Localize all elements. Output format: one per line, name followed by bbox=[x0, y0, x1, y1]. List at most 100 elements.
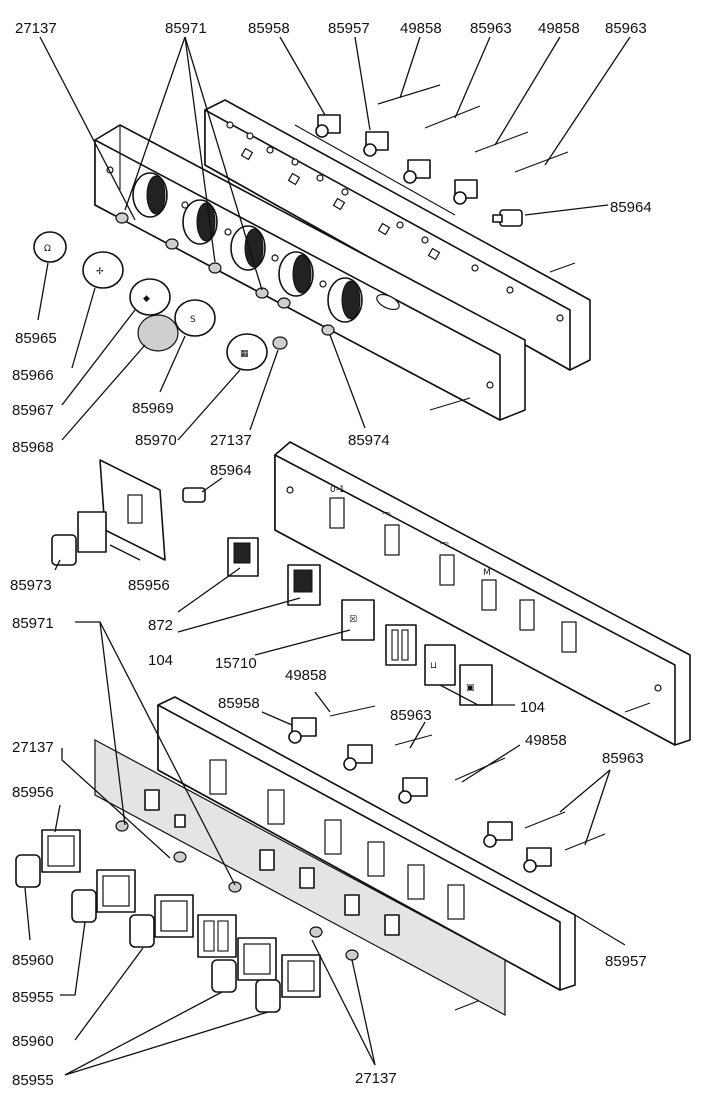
label-85969: 85969 bbox=[132, 400, 174, 417]
switch-mid-top bbox=[403, 159, 431, 184]
label-85964-mid: 85964 bbox=[210, 462, 252, 479]
top-screws bbox=[377, 84, 576, 411]
top-rear-bracket bbox=[204, 99, 591, 371]
lower-channel bbox=[157, 696, 576, 991]
knob-85964-mid bbox=[182, 487, 206, 503]
rocker-104-b2: ▣ bbox=[459, 664, 493, 706]
label-104-b: 104 bbox=[520, 699, 545, 716]
bezel-double bbox=[197, 914, 237, 958]
label-49858-c: 49858 bbox=[285, 667, 327, 684]
bezel-85955-b2 bbox=[255, 979, 281, 1013]
label-85963-d: 85963 bbox=[602, 750, 644, 767]
mid-rocker-switches: ☒ ⊔ ▣ bbox=[227, 537, 493, 706]
panel-mark-lamp: ⌒ bbox=[382, 512, 391, 523]
switch-right-low bbox=[398, 777, 428, 804]
label-104-a: 104 bbox=[148, 652, 173, 669]
part-labels: 27137 85971 85958 85957 49858 85963 4985… bbox=[10, 20, 652, 1089]
label-85963-b: 85963 bbox=[605, 20, 647, 37]
top-switches-row bbox=[294, 114, 478, 216]
lower-pcb bbox=[94, 738, 506, 1017]
bezel-85956 bbox=[41, 829, 81, 873]
rocker-double bbox=[385, 624, 417, 666]
label-85956-low: 85956 bbox=[12, 784, 54, 801]
panel-mark-lamp2: ⌒ bbox=[440, 542, 449, 553]
bezel-2 bbox=[96, 869, 136, 913]
stud-27137-mid bbox=[272, 336, 288, 350]
bezel-85955-a bbox=[71, 889, 97, 923]
switch-right-top bbox=[453, 179, 478, 205]
svg-text:Ω: Ω bbox=[44, 244, 51, 254]
svg-text:✢: ✢ bbox=[96, 267, 104, 277]
switch-85957-a bbox=[483, 821, 513, 848]
top-front-panel bbox=[94, 124, 526, 421]
mid-small-bezel bbox=[51, 511, 107, 566]
bezel-85955-b1 bbox=[211, 959, 237, 993]
label-85968: 85968 bbox=[12, 439, 54, 456]
lower-switches bbox=[288, 705, 606, 873]
knob-85964-top bbox=[492, 209, 523, 227]
label-85955-b: 85955 bbox=[12, 1072, 54, 1089]
panel-mark-heat: M bbox=[483, 568, 491, 578]
label-85967: 85967 bbox=[12, 402, 54, 419]
label-85958-top: 85958 bbox=[248, 20, 290, 37]
label-85957-low: 85957 bbox=[605, 953, 647, 970]
mid-panel-fragment bbox=[99, 459, 166, 561]
label-872: 872 bbox=[148, 617, 173, 634]
screw-49858-b bbox=[474, 131, 529, 153]
label-15710: 15710 bbox=[215, 655, 257, 672]
knob-85970: ▦ bbox=[226, 333, 268, 371]
knob-85969: S bbox=[174, 299, 216, 337]
rocker-872 bbox=[227, 537, 259, 577]
mid-switch-panel: 0-1 ⌒ ⌒ M bbox=[274, 441, 691, 746]
label-85971-low: 85971 bbox=[12, 615, 54, 632]
label-85974: 85974 bbox=[348, 432, 390, 449]
label-27137-low: 27137 bbox=[12, 739, 54, 756]
label-85960-b: 85960 bbox=[12, 1033, 54, 1050]
label-85971-top: 85971 bbox=[165, 20, 207, 37]
rocker-104-a bbox=[287, 564, 321, 606]
knob-85968 bbox=[137, 314, 179, 352]
rocker-15710: ☒ bbox=[341, 599, 375, 641]
label-49858-a: 49858 bbox=[400, 20, 442, 37]
label-85960-a: 85960 bbox=[12, 952, 54, 969]
label-85973: 85973 bbox=[10, 577, 52, 594]
label-85956-mid: 85956 bbox=[128, 577, 170, 594]
svg-text:⊔: ⊔ bbox=[430, 661, 437, 671]
screw-85963-b bbox=[514, 151, 569, 173]
bezel-3 bbox=[154, 894, 194, 938]
lower-bezels bbox=[15, 829, 321, 1013]
label-27137-top: 27137 bbox=[15, 20, 57, 37]
panel-mark-01: 0-1 bbox=[330, 485, 345, 495]
small-screw-top-right bbox=[549, 262, 576, 273]
switch-mid-low bbox=[343, 744, 373, 771]
label-85965: 85965 bbox=[15, 330, 57, 347]
label-85958-low: 85958 bbox=[218, 695, 260, 712]
label-85963-a: 85963 bbox=[470, 20, 512, 37]
label-27137-mid: 27137 bbox=[210, 432, 252, 449]
bezel-85960-b bbox=[129, 914, 155, 948]
switch-85958-low bbox=[288, 717, 317, 744]
rocker-104-b1: ⊔ bbox=[424, 644, 456, 686]
label-85964-top: 85964 bbox=[610, 199, 652, 216]
top-knobs: Ω ✢ ◆ S ▦ bbox=[33, 231, 288, 371]
label-49858-d: 49858 bbox=[525, 732, 567, 749]
svg-text:▦: ▦ bbox=[240, 349, 249, 359]
label-49858-b: 49858 bbox=[538, 20, 580, 37]
leader-lines bbox=[24, 36, 631, 1076]
switch-85958-top bbox=[315, 114, 341, 138]
bezel-85960-a bbox=[15, 854, 41, 888]
label-27137-bottom: 27137 bbox=[355, 1070, 397, 1087]
switch-85957-b bbox=[523, 847, 552, 873]
svg-text:◆: ◆ bbox=[143, 294, 150, 304]
label-85963-c: 85963 bbox=[390, 707, 432, 724]
screw-49858-a bbox=[377, 84, 441, 105]
screw-85963-a bbox=[424, 105, 481, 129]
label-85957-top: 85957 bbox=[328, 20, 370, 37]
bezel-6 bbox=[281, 954, 321, 998]
knob-85967: ◆ bbox=[129, 278, 171, 316]
label-85966: 85966 bbox=[12, 367, 54, 384]
svg-text:☒: ☒ bbox=[349, 615, 357, 625]
switch-85957-top bbox=[363, 131, 389, 157]
label-85955-a: 85955 bbox=[12, 989, 54, 1006]
